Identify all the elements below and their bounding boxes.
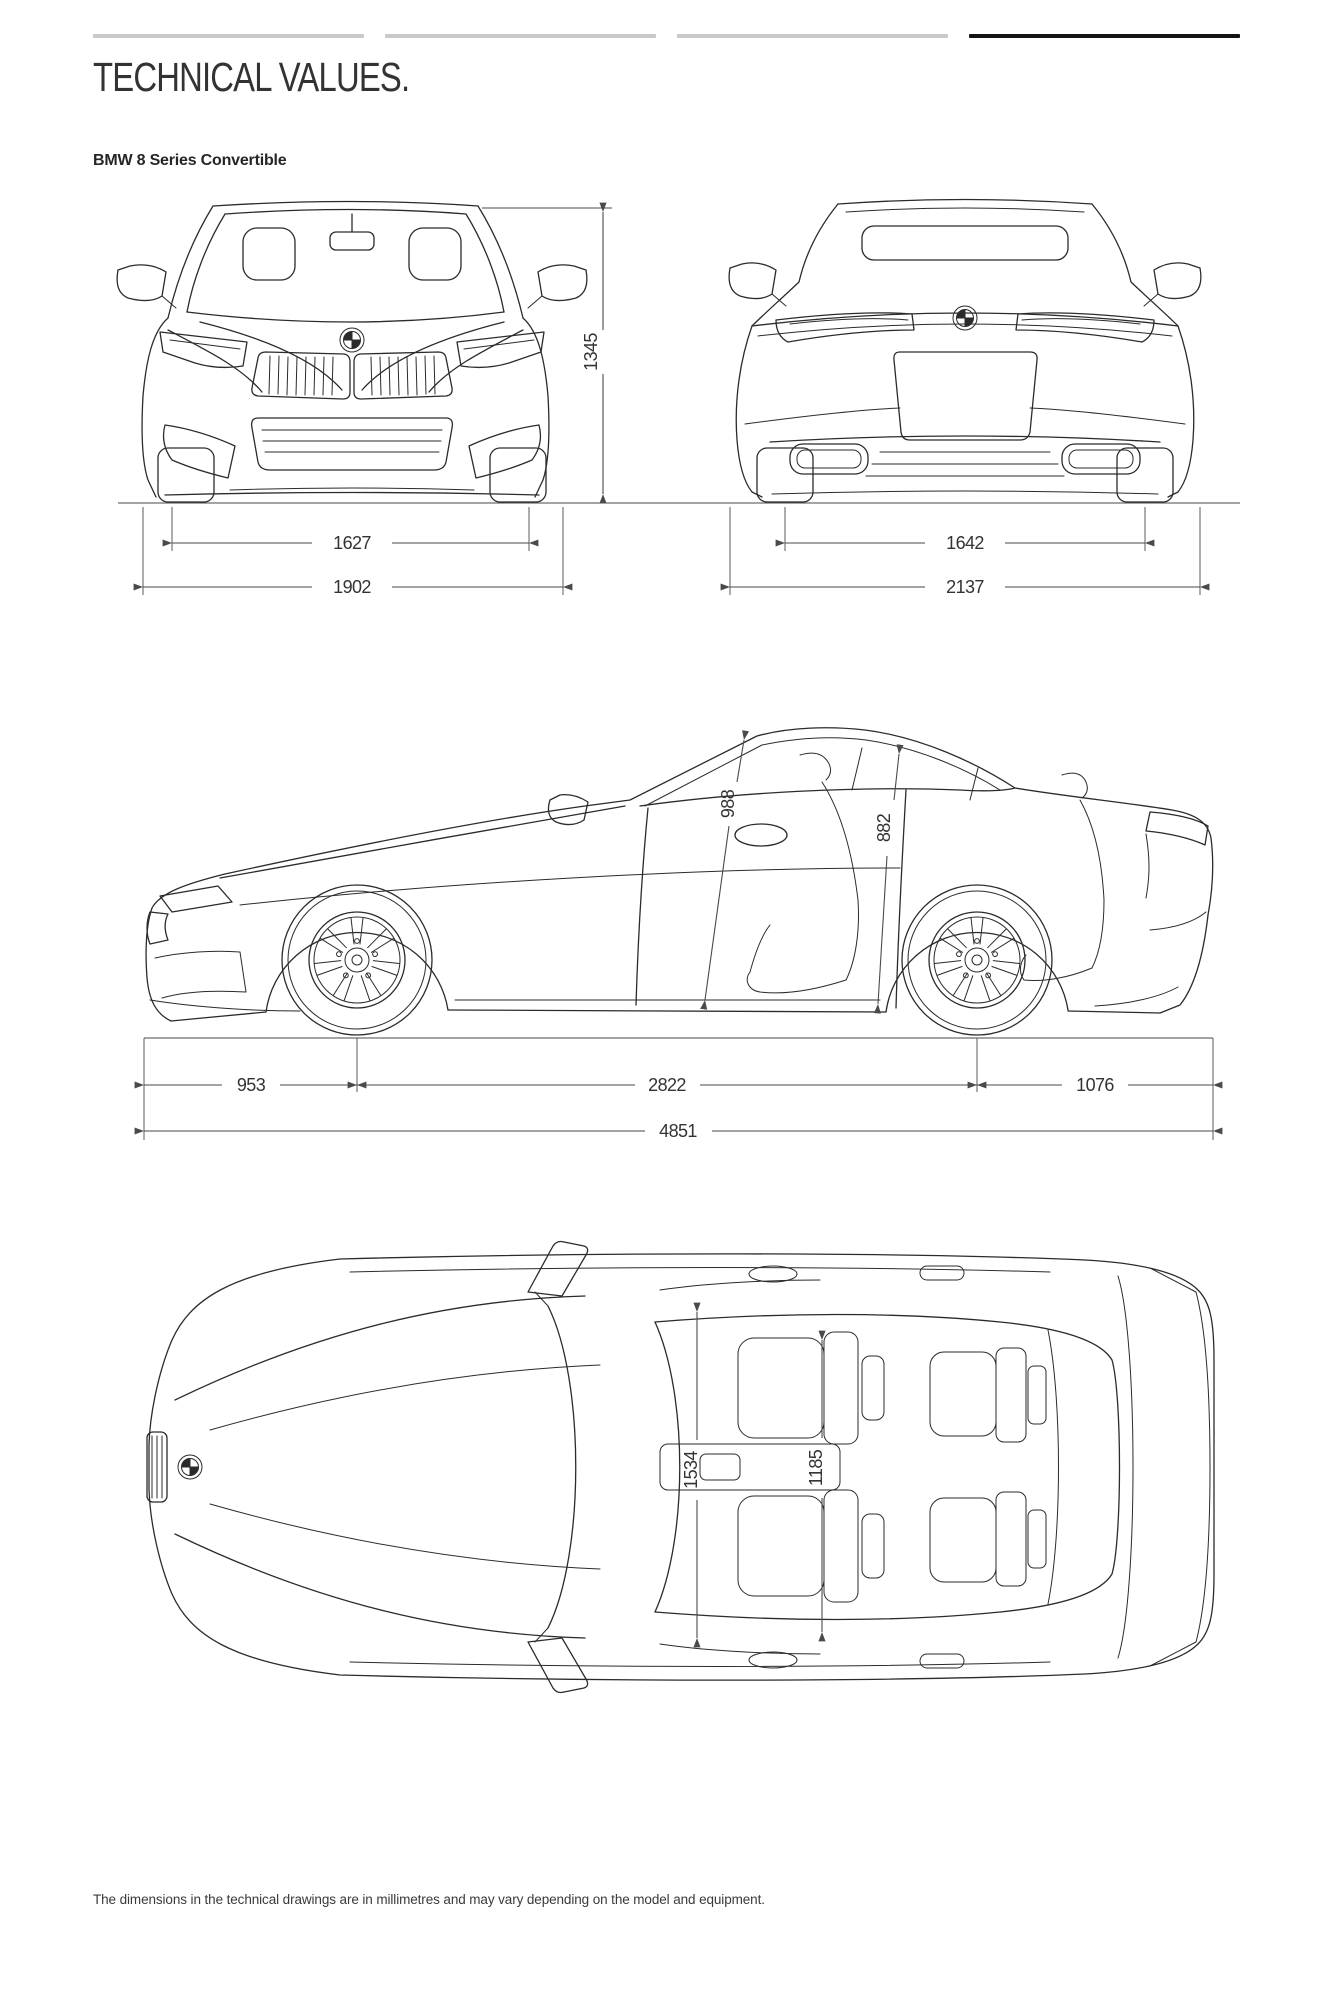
pagination: [93, 34, 1240, 38]
dim-label-wheelbase: 2822: [648, 1075, 686, 1095]
front-right-mirror: [527, 264, 588, 309]
side-view-drawing: 988 882 953 2822 1076 4851: [134, 727, 1223, 1141]
dim-label-headroom-rear: 882: [874, 813, 894, 842]
page-indicator-3[interactable]: [677, 34, 948, 38]
bmw-roundel-icon: [339, 327, 365, 353]
dim-label-front-overhang: 953: [237, 1075, 266, 1095]
dim-label-rear-overhang: 1076: [1076, 1075, 1114, 1095]
dim-label-length: 4851: [659, 1121, 697, 1141]
page-indicator-2[interactable]: [385, 34, 656, 38]
bmw-roundel-icon: [952, 305, 978, 331]
front-wheel: [281, 884, 433, 1036]
top-view-seats: [659, 1331, 1047, 1603]
dim-label-track-rear: 1642: [946, 533, 984, 553]
side-mirror: [547, 794, 589, 826]
page-indicator-1[interactable]: [93, 34, 364, 38]
rear-left-mirror: [728, 262, 787, 307]
model-subtitle: BMW 8 Series Convertible: [93, 152, 287, 169]
footnote: The dimensions in the technical drawings…: [93, 1892, 765, 1907]
dim-label-interior-width-front: 1534: [681, 1451, 701, 1489]
front-view-drawing: 1345 1627 1902: [116, 200, 612, 597]
rear-view-drawing: 1642 2137: [720, 198, 1210, 597]
top-left-mirror: [527, 1240, 589, 1297]
page-title: TECHNICAL VALUES.: [93, 54, 410, 100]
front-left-mirror: [116, 264, 177, 309]
top-view-drawing: 1534 1185: [146, 1240, 1215, 1694]
interior-seats: [746, 752, 1105, 994]
page-indicator-4-active[interactable]: [969, 34, 1240, 38]
rear-wheel: [901, 884, 1053, 1036]
rear-right-mirror: [1143, 262, 1202, 307]
top-right-mirror: [527, 1637, 589, 1694]
dim-label-height: 1345: [581, 333, 601, 371]
dim-label-track-front: 1627: [333, 533, 371, 553]
dim-label-width-mirrors: 2137: [946, 577, 984, 597]
dim-label-width: 1902: [333, 577, 371, 597]
dim-label-headroom-front: 988: [718, 789, 738, 818]
bmw-roundel-icon: [177, 1454, 203, 1480]
dim-label-interior-width-rear: 1185: [806, 1449, 826, 1486]
